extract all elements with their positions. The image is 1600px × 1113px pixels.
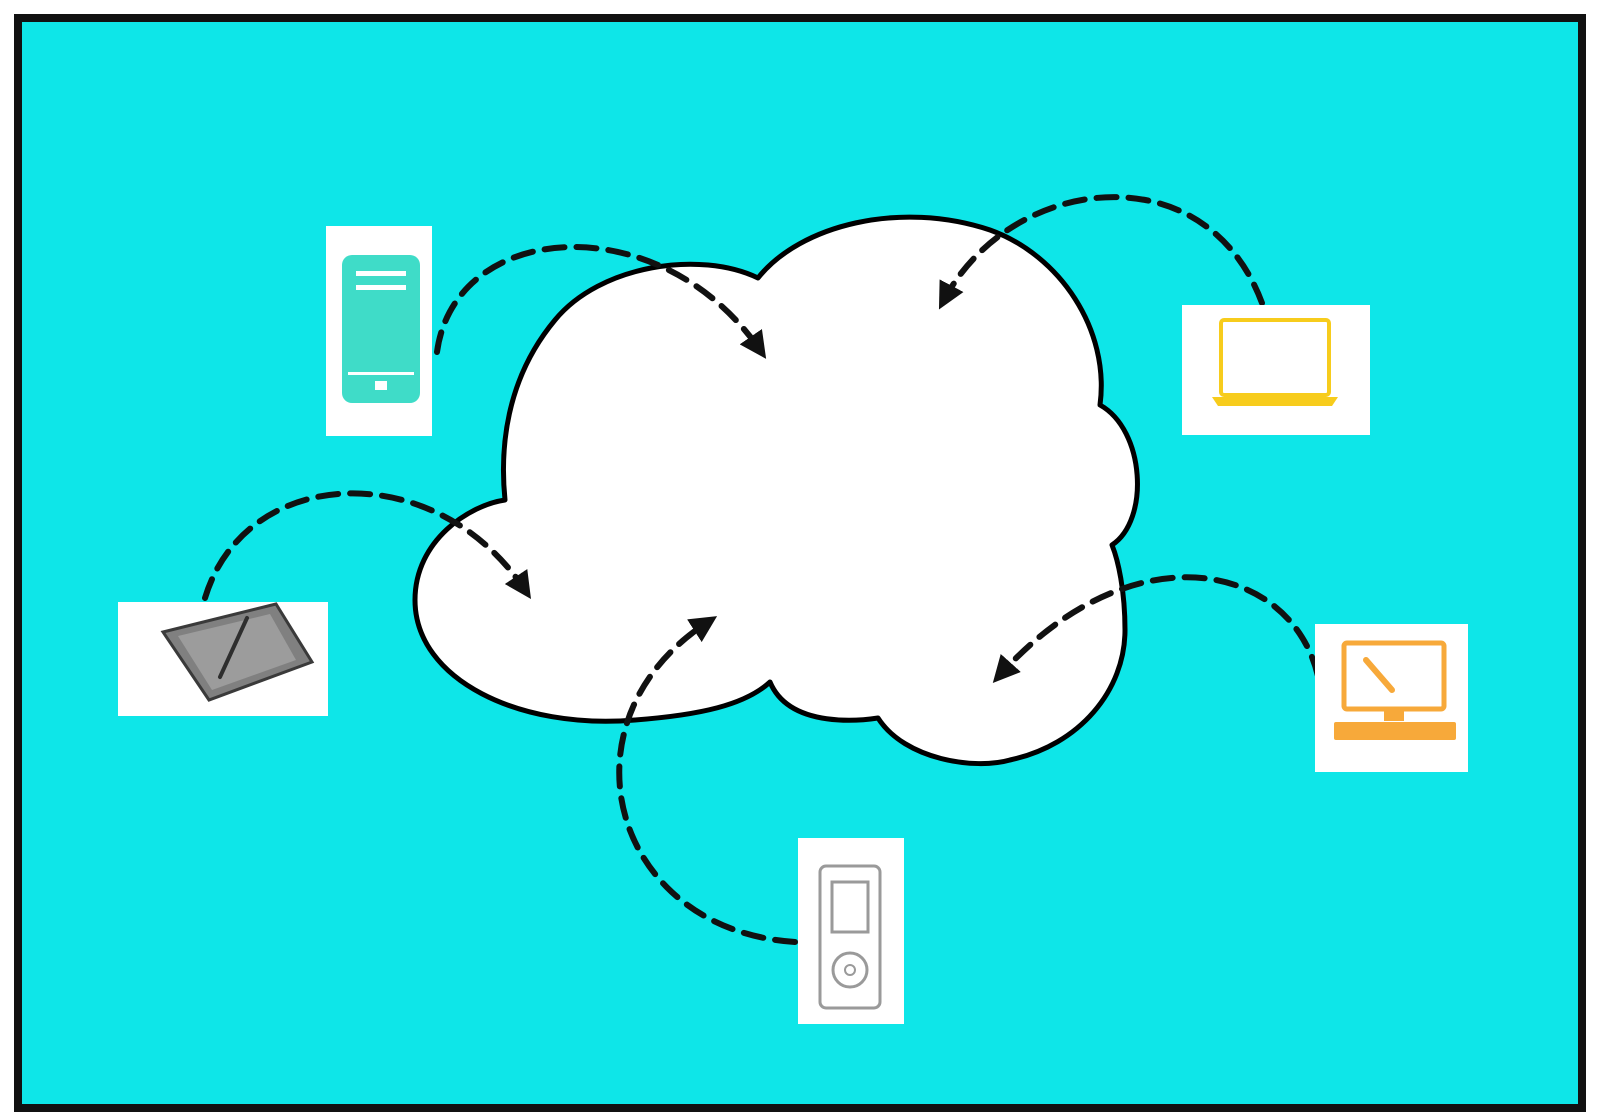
cloud-icon: [412, 214, 1140, 767]
desktop-computer-icon: [1334, 640, 1456, 740]
connector-smartphone: [434, 244, 767, 359]
media-player-icon: [818, 864, 882, 1010]
smartphone-icon: [342, 255, 420, 403]
card: [1182, 305, 1370, 435]
node-desktop-computer: [1315, 624, 1468, 772]
connector-media-player: [616, 616, 798, 945]
node-drawing-tablet: [118, 602, 328, 716]
drawing-tablet-icon: [160, 602, 315, 702]
node-media-player: [798, 838, 904, 1024]
connector-desktop-computer: [992, 574, 1321, 684]
node-laptop: [1182, 305, 1370, 435]
node-smartphone: [326, 226, 432, 436]
connectors: [202, 194, 1321, 945]
connector-laptop: [938, 194, 1265, 310]
laptop-icon: [1212, 318, 1338, 406]
connector-drawing-tablet: [202, 490, 531, 601]
